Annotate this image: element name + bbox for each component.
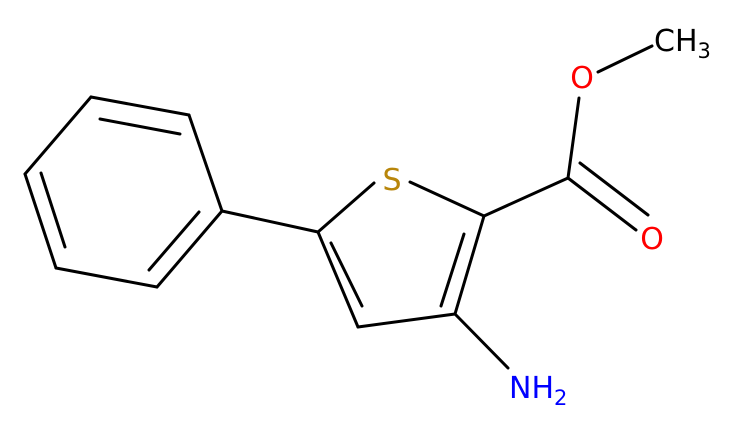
bond-carbonyl-oester xyxy=(566,96,581,180)
methyl-label: CH3 xyxy=(654,24,711,63)
bond-c3-c4 xyxy=(356,312,457,329)
atom-labels: S O O CH3 NH2 xyxy=(382,24,710,410)
bond-phenyl-thiophene xyxy=(220,209,320,234)
bond-carbonyl-o-a xyxy=(566,176,638,232)
bond-ph5-ph6-inner xyxy=(39,171,67,249)
bond-carbonyl-o-b xyxy=(578,161,650,217)
bond-ph2-ph3 xyxy=(187,113,224,213)
bond-ph3-ph4 xyxy=(155,209,224,289)
amino-symbol: NH xyxy=(509,371,554,406)
carbonyl-oxygen-label: O xyxy=(640,222,664,257)
bond-c3-amino xyxy=(453,312,510,370)
bond-c5-s xyxy=(316,181,376,234)
bond-oester-methyl xyxy=(596,44,654,74)
sulfur-label: S xyxy=(382,163,401,198)
amino-label: NH2 xyxy=(509,371,567,410)
bond-c4-c5 xyxy=(316,230,360,329)
methyl-subscript: 3 xyxy=(698,39,711,63)
methyl-symbol: CH xyxy=(654,24,698,59)
bond-ph1-ph2 xyxy=(89,95,191,117)
bond-ph1-ph2-inner xyxy=(98,117,182,136)
bond-ph6-ph1 xyxy=(23,95,93,176)
bond-c2-c3 xyxy=(453,214,486,316)
ester-oxygen-label: O xyxy=(570,61,594,96)
bond-c2-c3-inner xyxy=(439,232,466,308)
bond-c4-c5-inner xyxy=(329,241,364,308)
bond-ph4-ph5 xyxy=(54,266,159,289)
bond-ph3-ph4-inner xyxy=(147,210,201,272)
bond-c2-carbonyl xyxy=(482,176,570,218)
bond-s-c2 xyxy=(408,180,486,218)
bonds xyxy=(23,44,654,370)
bond-ph5-ph6 xyxy=(23,172,58,270)
amino-subscript: 2 xyxy=(554,386,567,410)
